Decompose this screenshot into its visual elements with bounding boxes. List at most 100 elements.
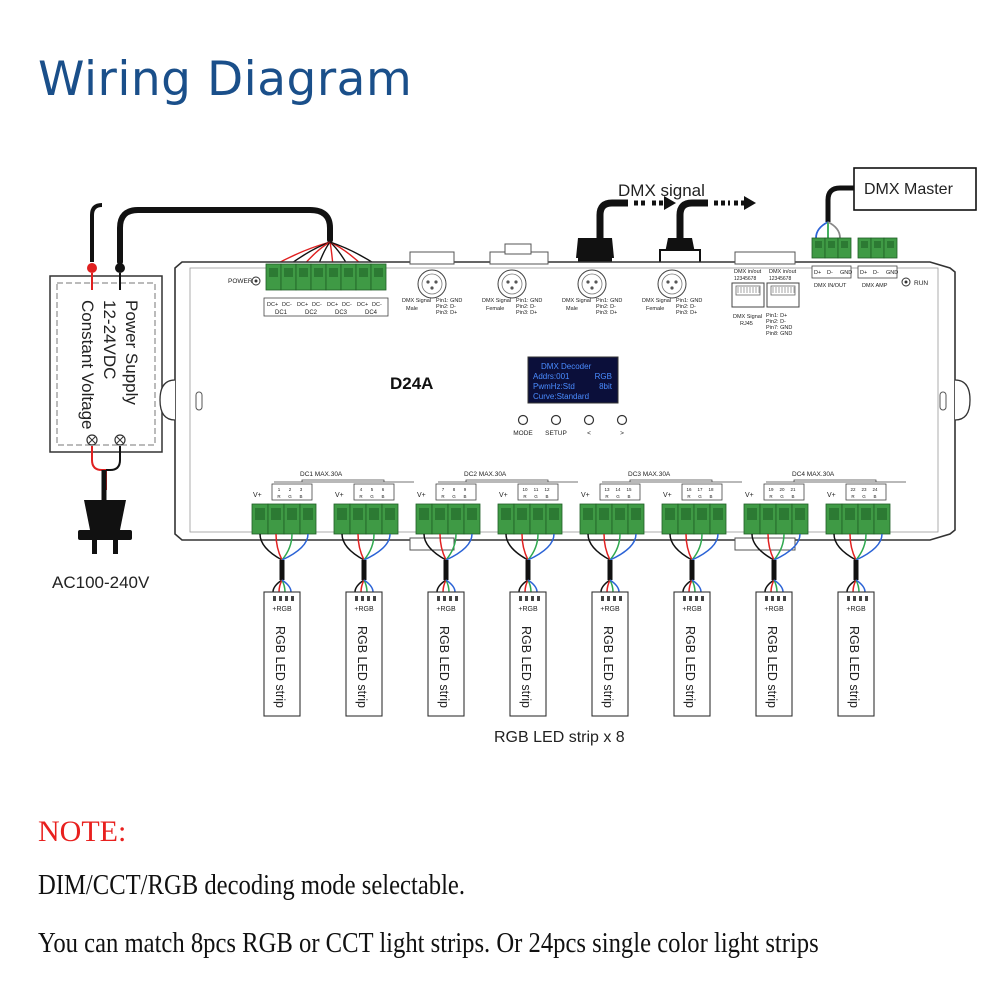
rgb-led-strip (509, 591, 547, 717)
dmx-terminal-label: DMX IN/OUT (814, 283, 847, 289)
dmx-terminal-label-box (857, 265, 898, 279)
output-channel-number: 16 (686, 487, 692, 492)
output-vplus-label: V+ (663, 492, 672, 499)
xlr-label: DMX Signal (482, 298, 511, 304)
xlr-pin (514, 280, 518, 284)
output-channel-number: 17 (697, 487, 703, 492)
xlr-pin-label: Pin1: GND (436, 298, 462, 304)
strip-wire (281, 579, 292, 593)
output-terminal-screw-well (385, 508, 395, 520)
dmx-terminal-screw-well (874, 241, 881, 248)
output-wire (527, 533, 555, 561)
xlr-pin-label: Pin3: D+ (596, 310, 617, 316)
xlr-socket-inner (581, 273, 603, 295)
strip-wire (609, 579, 620, 593)
strip-pad (777, 596, 780, 601)
output-group-label: DC3 MAX.30A (628, 471, 671, 478)
output-wire (691, 533, 719, 561)
strip-label: RGB LED strip (355, 626, 369, 708)
xlr-pin-label: Pin3: D+ (436, 310, 457, 316)
output-vplus-label: V+ (417, 492, 426, 499)
output-wire (855, 533, 867, 561)
ac-terminal-cross (88, 436, 96, 444)
dc-terminal-screw-well (269, 268, 278, 277)
run-indicator-label: RUN (914, 280, 928, 287)
rj45-contacts (735, 285, 761, 296)
output-label-box (681, 483, 723, 501)
power-cable (117, 207, 333, 265)
dc-terminal-label: DC+ (357, 302, 368, 308)
rj45-pin-label: Pin2: D- (766, 319, 786, 325)
strip-pin-label: +RGB (846, 606, 866, 613)
output-group-label: DC4 MAX.30A (792, 471, 835, 478)
dmx-terminal-screw-well (828, 241, 835, 248)
output-wire (767, 533, 775, 561)
power-supply-label: 12-24VDC (100, 300, 119, 379)
strip-wire (354, 579, 365, 593)
xlr-pin (674, 280, 678, 284)
housing-bump (409, 537, 455, 551)
output-channel-number: 9 (464, 487, 467, 492)
dmx-master-wire (815, 221, 829, 239)
dmx-master-box (853, 167, 977, 211)
strip-wire (691, 579, 702, 593)
dmx-arrow-head (664, 196, 676, 210)
strip-pin-label: +RGB (272, 606, 292, 613)
strip-pin-label: +RGB (354, 606, 374, 613)
dmx-terminal-screw-well (841, 241, 848, 248)
output-label-box (435, 483, 477, 501)
housing-bump (734, 251, 796, 265)
housing-bump (409, 251, 455, 265)
xlr-socket-inner (661, 273, 683, 295)
output-wire (259, 533, 283, 561)
strip-wire (764, 579, 775, 593)
strip-wire (852, 579, 857, 593)
dc-terminal-label: DC+ (327, 302, 338, 308)
output-wire (281, 533, 293, 561)
output-color-label: R (441, 494, 445, 499)
dmx-arrow-head (744, 196, 756, 210)
strip-wire (442, 579, 447, 593)
xlr-plug-face (578, 255, 612, 265)
output-color-label: R (769, 494, 773, 499)
power-supply-label: Constant Voltage (78, 300, 97, 429)
output-color-label: R (523, 494, 527, 499)
strip-label: RGB LED strip (847, 626, 861, 708)
strip-pad (619, 596, 622, 601)
dc-group-label: DC1 (275, 310, 288, 316)
dc-terminal-screw-well (314, 268, 323, 277)
output-wire (275, 533, 283, 561)
output-channel-number: 3 (300, 487, 303, 492)
note-title: NOTE: (38, 815, 127, 848)
output-group-label: DC2 MAX.30A (464, 471, 507, 478)
output-channel-number: 23 (861, 487, 867, 492)
strip-wire (360, 579, 365, 593)
xlr-pin-label: Pin1: GND (596, 298, 622, 304)
device-button (550, 414, 562, 426)
xlr-pin-label: Pin2: D- (676, 304, 696, 310)
strip-pad (865, 596, 868, 601)
output-label-box (599, 483, 641, 501)
output-terminal-screw-well (829, 508, 839, 520)
xlr-gender-label: Male (566, 306, 578, 312)
output-channel-number: 10 (522, 487, 528, 492)
power-supply-border (56, 282, 156, 446)
output-color-label: B (873, 494, 876, 499)
output-label-box (271, 483, 313, 501)
output-terminal-screw-well (419, 508, 429, 520)
output-wire (439, 533, 447, 561)
output-group-label: DC1 MAX.30A (300, 471, 343, 478)
output-wire (445, 533, 473, 561)
strip-wire (527, 579, 538, 593)
display-line: Curve:Standard (533, 392, 589, 401)
rj45-pin-numbers: 12345678 (769, 276, 791, 282)
strip-pad (355, 596, 358, 601)
device-button-label: < (587, 430, 591, 437)
output-group-bracket (793, 479, 877, 482)
rgb-led-strip (755, 591, 793, 717)
dmx-terminal-label: DMX AMP (862, 283, 888, 289)
xlr-pin-label: Pin2: D- (436, 304, 456, 310)
dmx-cable (676, 199, 708, 258)
output-color-label: G (452, 494, 456, 499)
strip-wire (606, 579, 611, 593)
